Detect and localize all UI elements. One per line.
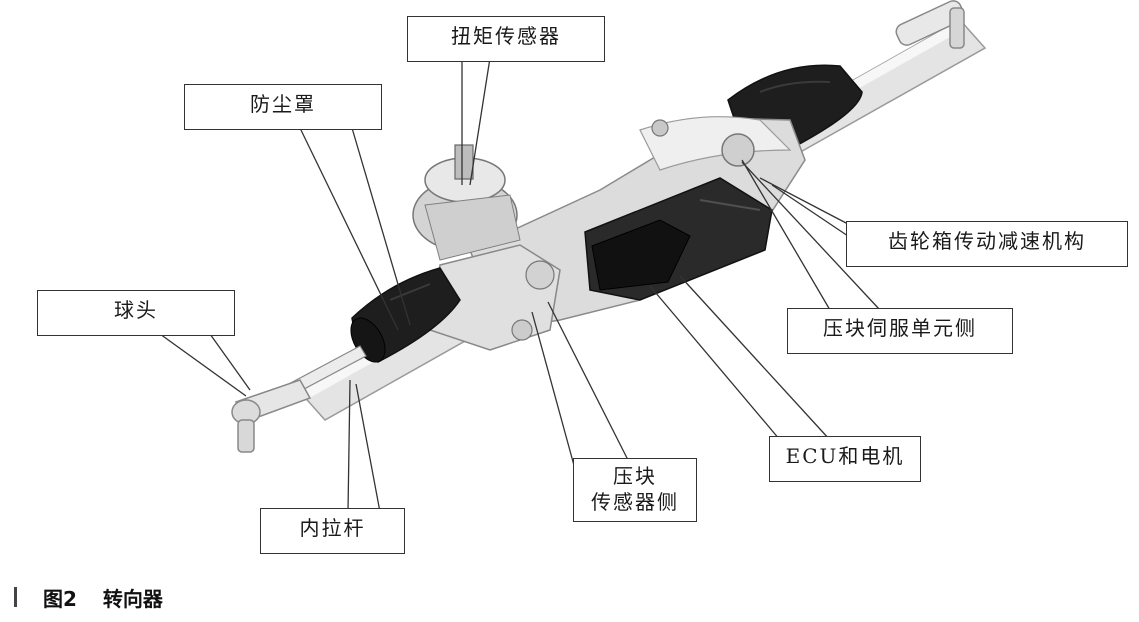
caption-bar bbox=[14, 587, 17, 607]
label-pressure-block-sensor: 压块 传感器侧 bbox=[573, 458, 697, 522]
label-torque-sensor-text: 扭矩传感器 bbox=[451, 24, 561, 48]
ecu-motor-block bbox=[584, 177, 773, 301]
figure-caption: 图2 转向器 bbox=[14, 580, 163, 614]
label-ball-joint: 球头 bbox=[37, 290, 235, 336]
label-pressure-block-servo-text: 压块伺服单元侧 bbox=[823, 316, 977, 340]
label-inner-tie-rod: 内拉杆 bbox=[260, 508, 405, 554]
figure-title: 转向器 bbox=[102, 586, 163, 611]
leader-dust-boot bbox=[299, 127, 399, 331]
right-ball-joint bbox=[895, 0, 965, 49]
label-torque-sensor: 扭矩传感器 bbox=[407, 16, 605, 62]
left-housing bbox=[429, 244, 561, 351]
label-gearbox-text: 齿轮箱传动减速机构 bbox=[888, 229, 1086, 253]
label-pressure-block-sensor-line1: 压块 bbox=[613, 464, 657, 488]
label-dust-boot-text: 防尘罩 bbox=[250, 92, 316, 116]
leader-lines bbox=[159, 57, 881, 513]
leader-sensor-side bbox=[547, 301, 629, 461]
leader-ecu bbox=[649, 285, 781, 441]
label-dust-boot: 防尘罩 bbox=[184, 84, 382, 130]
leader-inner-rod bbox=[347, 379, 351, 513]
label-ecu-motor-text: ECU和电机 bbox=[785, 444, 905, 468]
figure-number: 图2 bbox=[43, 586, 77, 611]
label-inner-tie-rod-text: 内拉杆 bbox=[299, 516, 366, 540]
leader-servo bbox=[741, 159, 831, 311]
label-ecu-motor: ECU和电机 bbox=[769, 436, 921, 482]
leader-gearbox-2 bbox=[771, 184, 849, 237]
leader-inner-rod-2 bbox=[355, 383, 381, 513]
steering-gear-diagram bbox=[159, 0, 987, 513]
label-pressure-block-servo: 压块伺服单元侧 bbox=[787, 308, 1013, 354]
leader-dust-boot-2 bbox=[351, 127, 411, 326]
leader-gearbox bbox=[759, 177, 849, 225]
leader-ball-joint-2 bbox=[159, 333, 247, 397]
leader-sensor-side-2 bbox=[531, 311, 579, 481]
left-ball-joint bbox=[231, 379, 312, 453]
torque-sensor-unit bbox=[412, 144, 521, 261]
label-ball-joint-text: 球头 bbox=[114, 298, 158, 322]
leader-torque-sensor-2 bbox=[469, 57, 491, 186]
label-gearbox: 齿轮箱传动减速机构 bbox=[846, 221, 1128, 267]
label-pressure-block-sensor-line2: 传感器侧 bbox=[591, 490, 679, 514]
leader-servo-2 bbox=[741, 161, 881, 311]
leader-ecu-2 bbox=[679, 275, 831, 441]
leader-ball-joint bbox=[209, 333, 251, 391]
